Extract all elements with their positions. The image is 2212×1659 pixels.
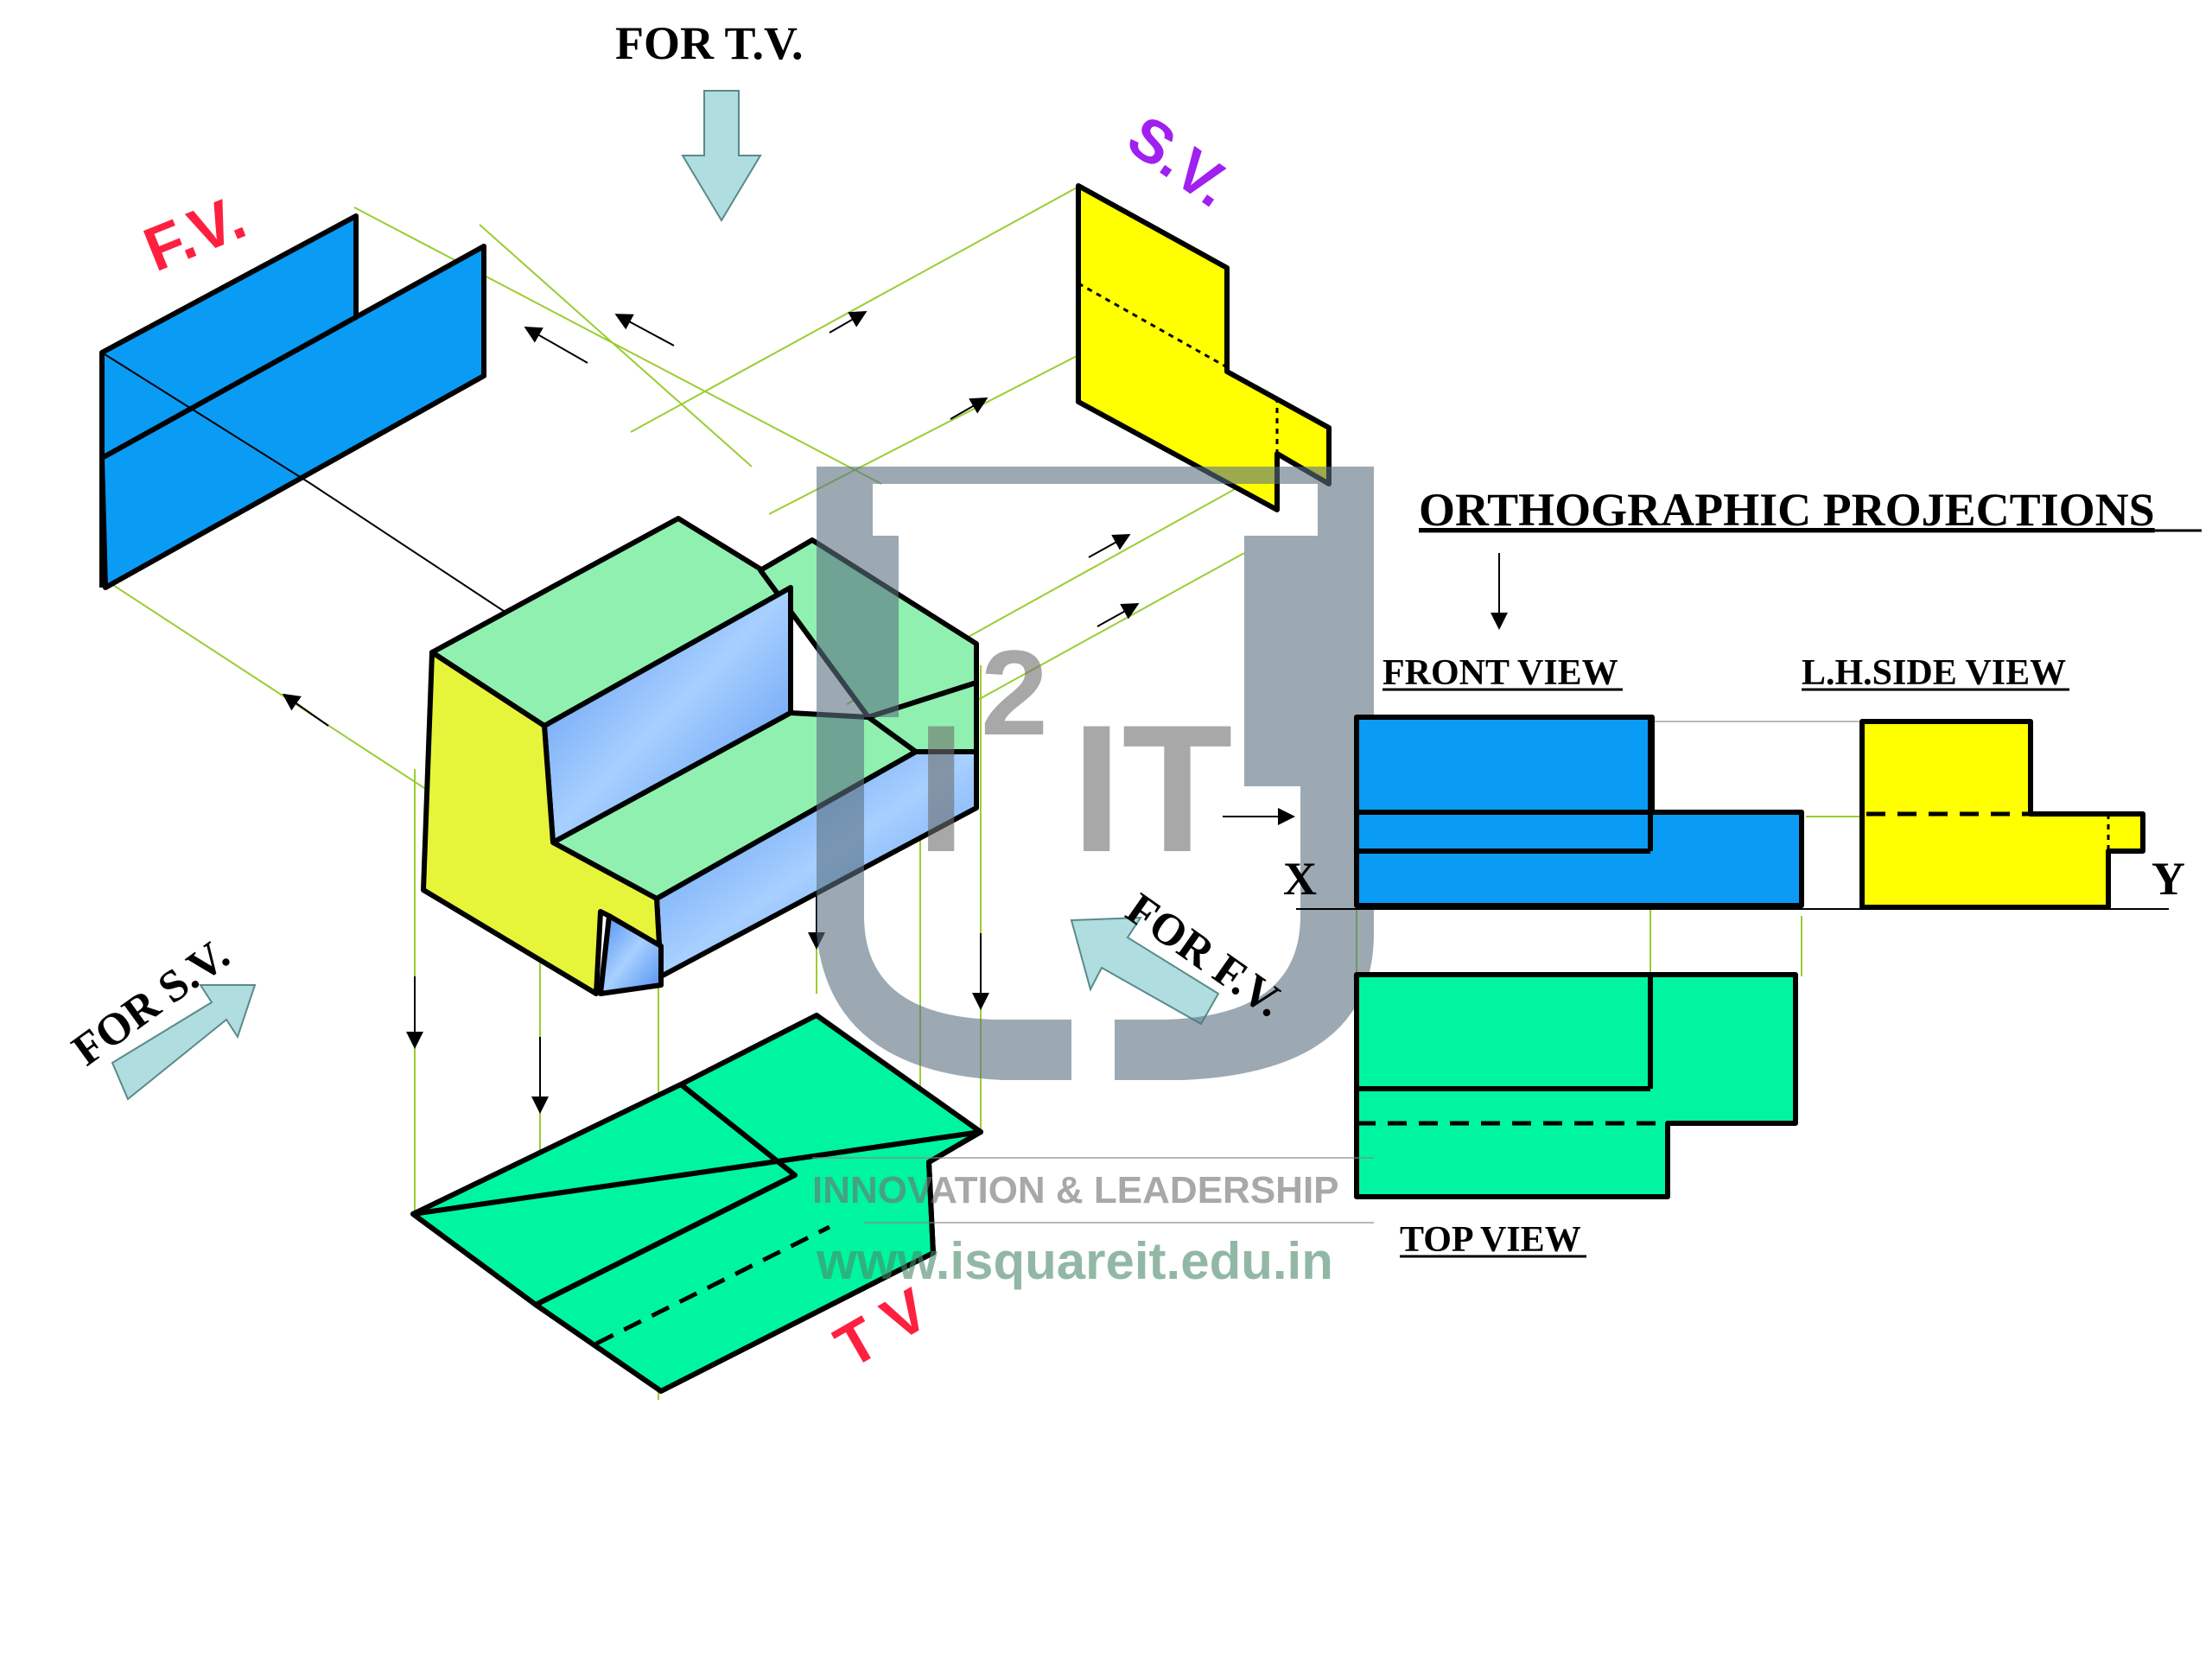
- front-view-label: FRONT VIEW: [1382, 653, 1618, 693]
- watermark-text: I 2 IT INNOVATION & LEADERSHIP www.isqua…: [812, 625, 1374, 1290]
- fv-plane-iso: [99, 213, 486, 590]
- watermark-logo-i: I: [916, 687, 966, 890]
- fv-tag: F.V.: [135, 183, 255, 285]
- title: ORTHOGRAPHIC PROJECTIONS: [1419, 484, 2155, 536]
- watermark-logo-sup: 2: [981, 625, 1048, 760]
- sv-plane-iso: [1076, 183, 1332, 512]
- front-view: [1354, 715, 1804, 908]
- watermark-url: www.isquareit.edu.in: [816, 1232, 1333, 1290]
- side-view-label: L.H.SIDE VIEW: [1802, 653, 2066, 693]
- for-tv-label: FOR T.V.: [615, 17, 804, 69]
- lh-side-view: [1859, 719, 2145, 910]
- axis-x-label: X: [1283, 853, 1317, 905]
- direction-arrows: [111, 90, 1220, 1101]
- watermark-tagline: INNOVATION & LEADERSHIP: [812, 1169, 1339, 1211]
- top-view-label: TOP VIEW: [1400, 1220, 1581, 1260]
- axis-y-label: Y: [2152, 853, 2185, 905]
- watermark-logo-it: IT: [1071, 687, 1233, 890]
- top-view: [1354, 972, 1798, 1199]
- watermark-logo: [817, 467, 1374, 1080]
- sv-tag: S.V.: [1116, 102, 1243, 219]
- tv-plane-iso: [410, 1013, 983, 1394]
